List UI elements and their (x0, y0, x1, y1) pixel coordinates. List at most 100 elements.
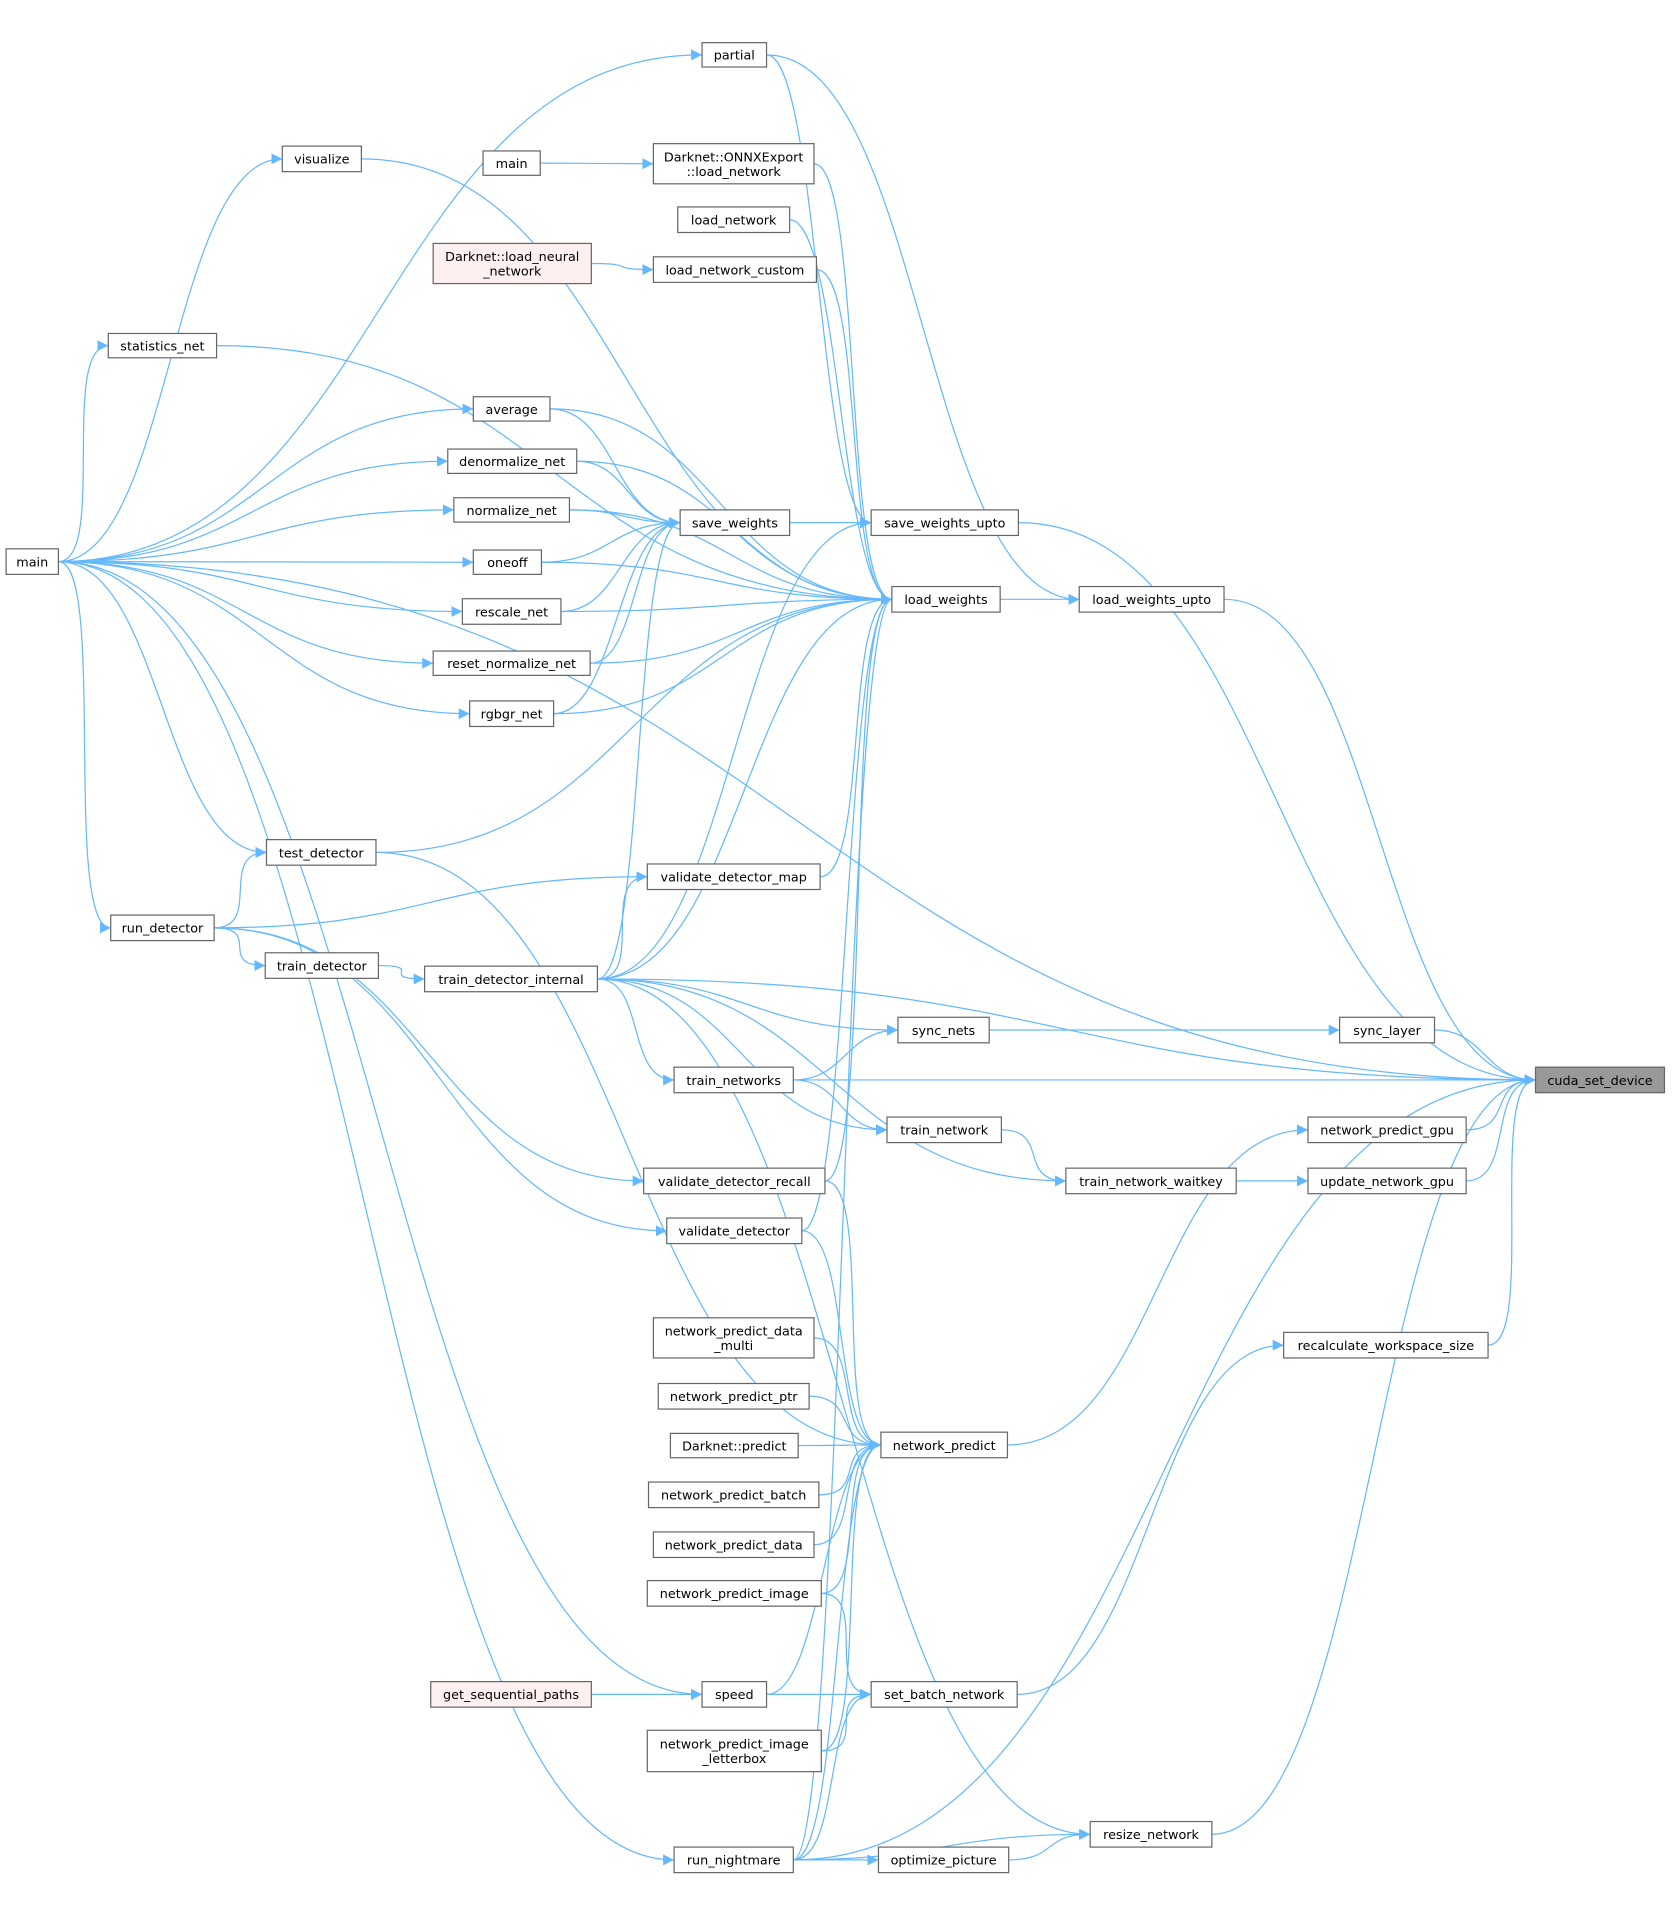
node-box[interactable] (1307, 1116, 1467, 1144)
node-box[interactable] (430, 1680, 592, 1708)
node-network_predict_image[interactable]: network_predict_image (646, 1580, 822, 1607)
node-box[interactable] (870, 509, 1020, 537)
node-box[interactable] (432, 242, 592, 285)
node-main_top[interactable]: main (482, 150, 541, 176)
node-box[interactable] (652, 1531, 815, 1559)
node-box[interactable] (677, 206, 791, 234)
node-normalize_net[interactable]: normalize_net (453, 497, 571, 523)
node-box[interactable] (657, 1382, 810, 1410)
node-train_network_waitkey[interactable]: train_network_waitkey (1065, 1167, 1237, 1195)
node-speed[interactable]: speed (701, 1680, 768, 1708)
node-average[interactable]: average (472, 396, 551, 422)
node-box[interactable] (424, 965, 599, 993)
node-box[interactable] (461, 598, 562, 625)
node-sync_nets[interactable]: sync_nets (897, 1016, 990, 1044)
node-box[interactable] (701, 42, 768, 68)
node-network_predict[interactable]: network_predict (880, 1431, 1009, 1459)
node-validate_detector_recall[interactable]: validate_detector_recall (643, 1167, 826, 1195)
node-box[interactable] (472, 549, 543, 575)
node-box[interactable] (1339, 1016, 1436, 1044)
node-box[interactable] (447, 448, 578, 475)
node-rescale_net[interactable]: rescale_net (461, 598, 562, 625)
node-load_network_custom[interactable]: load_network_custom (652, 256, 818, 283)
node-network_predict_data_multi[interactable]: network_predict_data_multi (652, 1317, 815, 1359)
node-box[interactable] (1307, 1167, 1467, 1195)
node-onnx_load_network[interactable]: Darknet::ONNXExport::load_network (652, 143, 815, 185)
node-box[interactable] (652, 143, 815, 185)
node-main[interactable]: main (5, 548, 60, 575)
node-box[interactable] (669, 1432, 799, 1459)
node-box[interactable] (5, 548, 60, 575)
node-network_predict_data[interactable]: network_predict_data (652, 1531, 815, 1559)
node-run_nightmare[interactable]: run_nightmare (673, 1846, 794, 1874)
node-load_network[interactable]: load_network (677, 206, 791, 234)
node-save_weights_upto[interactable]: save_weights_upto (870, 509, 1020, 537)
node-box[interactable] (877, 1846, 1010, 1874)
node-box[interactable] (666, 1217, 803, 1245)
node-box[interactable] (673, 1066, 794, 1094)
node-partial[interactable]: partial (701, 42, 768, 68)
node-sync_layer[interactable]: sync_layer (1339, 1016, 1436, 1044)
node-darknet_predict[interactable]: Darknet::predict (669, 1432, 799, 1459)
node-box[interactable] (646, 863, 821, 891)
node-save_weights[interactable]: save_weights (679, 509, 791, 537)
node-box[interactable] (469, 700, 555, 728)
node-resize_network[interactable]: resize_network (1089, 1820, 1213, 1848)
node-box[interactable] (652, 256, 818, 283)
node-train_networks[interactable]: train_networks (673, 1066, 794, 1094)
node-box[interactable] (643, 1167, 826, 1195)
node-box[interactable] (891, 585, 1001, 613)
node-load_weights[interactable]: load_weights (891, 585, 1001, 613)
node-load_weights_upto[interactable]: load_weights_upto (1078, 585, 1225, 613)
node-validate_detector_map[interactable]: validate_detector_map (646, 863, 821, 891)
node-box[interactable] (281, 145, 362, 173)
node-box[interactable] (1534, 1066, 1666, 1094)
node-update_network_gpu[interactable]: update_network_gpu (1307, 1167, 1467, 1195)
node-optimize_picture[interactable]: optimize_picture (877, 1846, 1010, 1874)
node-box[interactable] (679, 509, 791, 537)
node-load_neural_network[interactable]: Darknet::load_neural_network (432, 242, 592, 285)
node-validate_detector[interactable]: validate_detector (666, 1217, 803, 1245)
node-box[interactable] (646, 1729, 822, 1773)
node-train_detector_internal[interactable]: train_detector_internal (424, 965, 599, 993)
node-visualize[interactable]: visualize (281, 145, 362, 173)
node-box[interactable] (646, 1580, 822, 1607)
node-box[interactable] (265, 839, 377, 866)
node-box[interactable] (880, 1431, 1009, 1459)
node-box[interactable] (652, 1317, 815, 1359)
node-reset_normalize_net[interactable]: reset_normalize_net (432, 650, 591, 676)
node-cuda_set_device[interactable]: cuda_set_device (1534, 1066, 1666, 1094)
node-network_predict_batch[interactable]: network_predict_batch (647, 1481, 820, 1509)
node-set_batch_network[interactable]: set_batch_network (870, 1680, 1018, 1708)
node-box[interactable] (110, 914, 215, 942)
node-box[interactable] (482, 150, 541, 176)
node-box[interactable] (432, 650, 591, 676)
node-oneoff[interactable]: oneoff (472, 549, 543, 575)
node-box[interactable] (870, 1680, 1018, 1708)
node-box[interactable] (647, 1481, 820, 1509)
node-box[interactable] (472, 396, 551, 422)
node-box[interactable] (264, 952, 380, 979)
node-statistics_net[interactable]: statistics_net (107, 332, 218, 359)
node-box[interactable] (897, 1016, 990, 1044)
node-train_network[interactable]: train_network (886, 1116, 1002, 1144)
node-box[interactable] (673, 1846, 794, 1874)
node-recalculate_workspace_size[interactable]: recalculate_workspace_size (1283, 1331, 1489, 1359)
node-rgbgr_net[interactable]: rgbgr_net (469, 700, 555, 728)
node-network_predict_image_letterbox[interactable]: network_predict_image_letterbox (646, 1729, 822, 1773)
node-box[interactable] (1283, 1331, 1489, 1359)
node-box[interactable] (701, 1680, 768, 1708)
node-network_predict_ptr[interactable]: network_predict_ptr (657, 1382, 810, 1410)
node-test_detector[interactable]: test_detector (265, 839, 377, 866)
node-box[interactable] (1089, 1820, 1213, 1848)
node-box[interactable] (1078, 585, 1225, 613)
node-denormalize_net[interactable]: denormalize_net (447, 448, 578, 475)
node-train_detector[interactable]: train_detector (264, 952, 380, 979)
node-box[interactable] (886, 1116, 1002, 1144)
node-box[interactable] (453, 497, 571, 523)
node-box[interactable] (107, 332, 218, 359)
node-get_sequential_paths[interactable]: get_sequential_paths (430, 1680, 592, 1708)
node-run_detector[interactable]: run_detector (110, 914, 215, 942)
node-box[interactable] (1065, 1167, 1237, 1195)
node-network_predict_gpu[interactable]: network_predict_gpu (1307, 1116, 1467, 1144)
